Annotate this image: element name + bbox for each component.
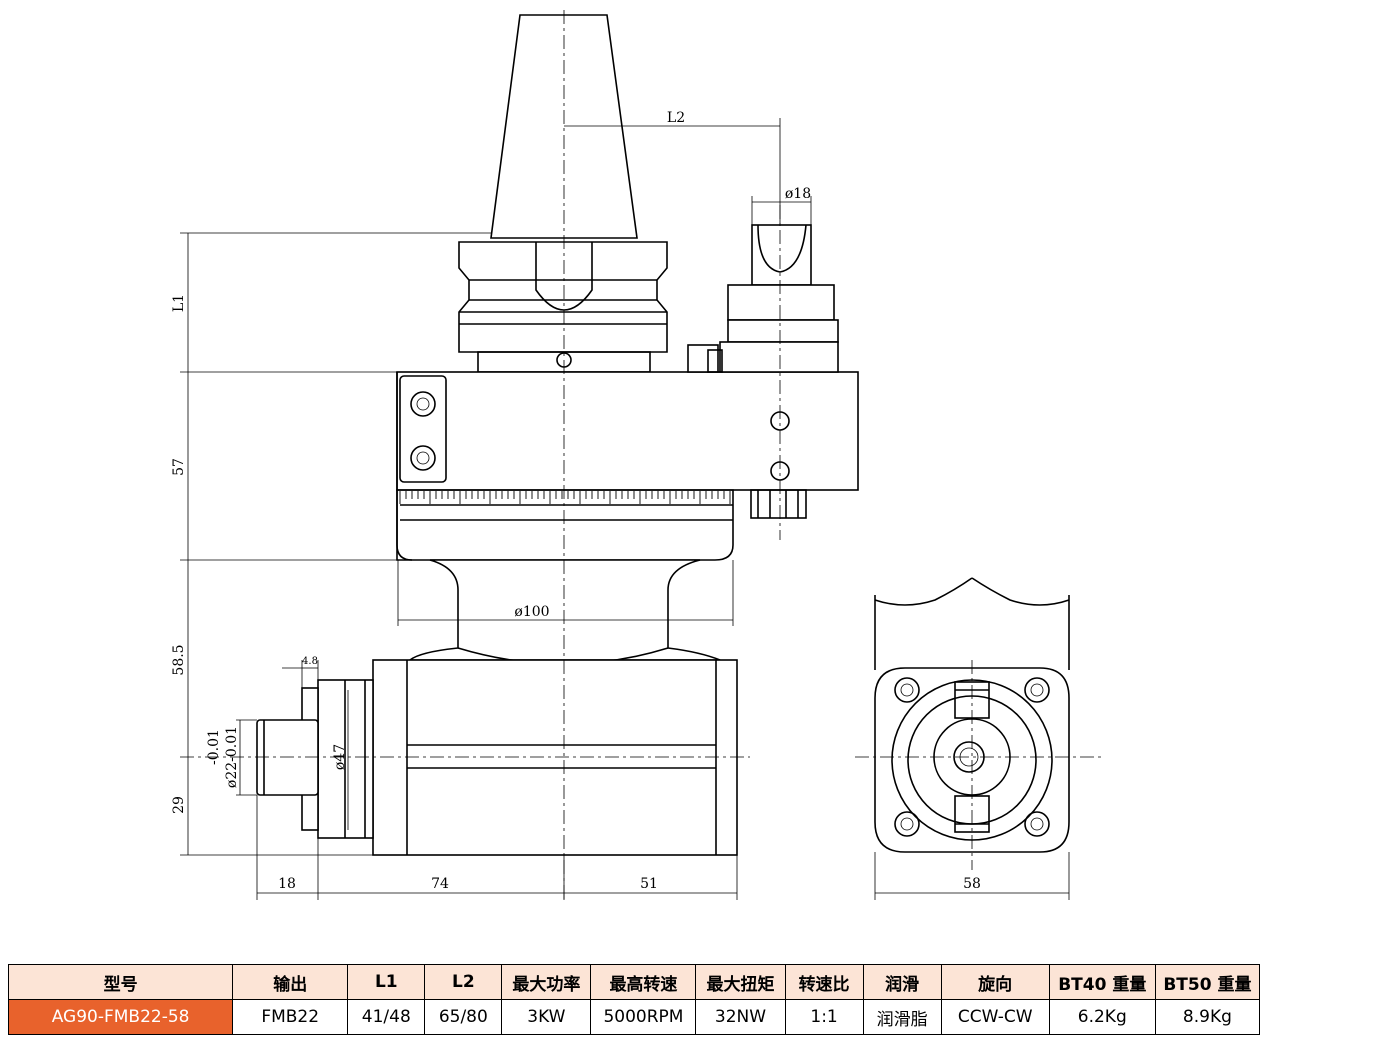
gear-housing xyxy=(396,371,859,561)
dim-L1: L1 xyxy=(171,294,187,312)
dim-58-5: 58.5 xyxy=(171,644,187,675)
dim-74: 74 xyxy=(431,876,449,892)
table-cell: 润滑脂 xyxy=(862,999,942,1035)
header-cell: 最大功率 xyxy=(501,964,592,1000)
dim-18: 18 xyxy=(278,876,296,892)
header-cell: 润滑 xyxy=(862,964,942,1000)
header-cell: 转速比 xyxy=(784,964,864,1000)
table-cell: 8.9Kg xyxy=(1154,999,1261,1035)
table-cell: CCW-CW xyxy=(940,999,1050,1035)
table-cell: 6.2Kg xyxy=(1048,999,1156,1035)
dim-L2: L2 xyxy=(667,110,685,126)
header-cell: 最大扭矩 xyxy=(695,964,786,1000)
table-cell: 3KW xyxy=(501,999,592,1035)
header-cell: BT40 重量 xyxy=(1048,964,1156,1000)
dim-4-8: 4.8 xyxy=(302,656,318,667)
dim-d18: ø18 xyxy=(785,186,811,202)
vertical-dimensions: L1 57 58.5 29 -0.01 ø22-0.01 ø47 xyxy=(171,232,492,856)
stop-block xyxy=(687,224,839,373)
scale-ticks xyxy=(399,491,731,504)
top-dimensions: L2 ø18 ø100 4.8 xyxy=(282,110,812,688)
spec-header-row: 型号 输出 L1 L2 最大功率 最高转速 最大扭矩 转速比 润滑 旋向 BT4… xyxy=(7,964,1261,1000)
dim-d100: ø100 xyxy=(514,604,549,620)
table-cell: 65/80 xyxy=(424,999,503,1035)
dim-29: 29 xyxy=(171,796,187,814)
dim-d47: ø47 xyxy=(332,744,348,770)
header-cell: 型号 xyxy=(7,964,234,1000)
table-cell: 41/48 xyxy=(347,999,426,1035)
table-cell: 5000RPM xyxy=(590,999,697,1035)
taper-shank xyxy=(458,14,668,373)
housing-neck xyxy=(407,559,721,661)
table-cell: FMB22 xyxy=(232,999,349,1035)
header-cell: L2 xyxy=(424,964,503,1000)
dim-58: 58 xyxy=(963,876,981,892)
header-cell: 旋向 xyxy=(940,964,1050,1000)
spec-data-row: AG90-FMB22-58 FMB22 41/48 65/80 3KW 5000… xyxy=(7,999,1261,1035)
dim-51: 51 xyxy=(640,876,658,892)
model-cell: AG90-FMB22-58 xyxy=(7,999,234,1035)
header-cell: 输出 xyxy=(232,964,349,1000)
table-cell: 1:1 xyxy=(784,999,864,1035)
dim-tolerance: -0.01 xyxy=(206,729,222,765)
side-view: 58 xyxy=(855,577,1105,900)
header-cell: L1 xyxy=(347,964,426,1000)
spec-table: 型号 输出 L1 L2 最大功率 最高转速 最大扭矩 转速比 润滑 旋向 BT4… xyxy=(7,964,1261,1035)
header-cell: 最高转速 xyxy=(590,964,697,1000)
output-body xyxy=(256,659,738,856)
table-cell: 32NW xyxy=(695,999,786,1035)
technical-drawing: L1 57 58.5 29 -0.01 ø22-0.01 ø47 L2 ø18 … xyxy=(171,10,1105,900)
dim-57: 57 xyxy=(171,458,187,476)
dim-d22: ø22-0.01 xyxy=(224,726,240,788)
bottom-dimensions: 18 74 51 xyxy=(256,795,738,900)
header-cell: BT50 重量 xyxy=(1154,964,1261,1000)
